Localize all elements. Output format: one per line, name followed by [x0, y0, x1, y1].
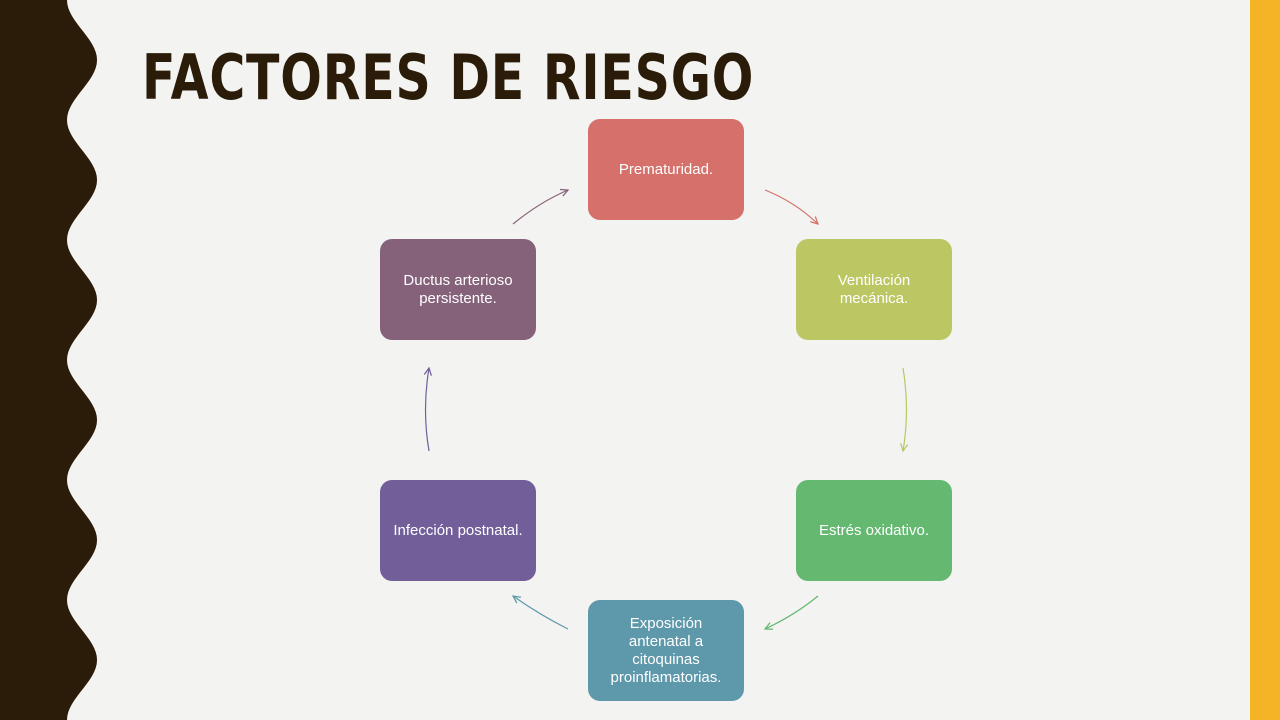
node-ventilacion-mecanica: Ventilación mecánica. — [796, 239, 952, 340]
left-wavy-band — [0, 0, 97, 720]
slide-title: FACTORES DE RIESGO — [142, 41, 755, 114]
arrow-estres-to-exposicion — [765, 595, 819, 629]
node-prematuridad: Prematuridad. — [588, 119, 744, 220]
arrow-ventilacion-to-estres — [903, 367, 907, 451]
arrow-prematuridad-to-ventilacion — [764, 189, 818, 224]
node-ductus-arterioso: Ductus arterioso persistente. — [380, 239, 536, 340]
right-accent-band — [1250, 0, 1280, 720]
node-exposicion-antenatal: Exposición antenatal a citoquinas proinf… — [588, 600, 744, 701]
wave-shape — [0, 0, 97, 720]
node-estres-oxidativo: Estrés oxidativo. — [796, 480, 952, 581]
arrow-exposicion-to-infeccion — [513, 596, 569, 630]
node-infeccion-postnatal: Infección postnatal. — [380, 480, 536, 581]
arrow-infeccion-to-ductus — [426, 368, 430, 452]
arrow-ductus-to-prematuridad — [512, 190, 568, 225]
